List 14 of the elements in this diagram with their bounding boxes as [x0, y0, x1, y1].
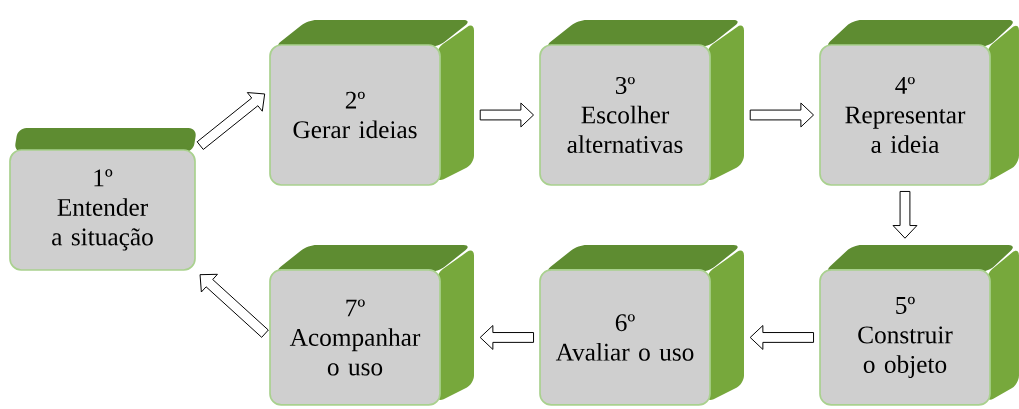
arrow	[196, 92, 266, 150]
arrow	[199, 273, 269, 338]
cube-box: 4º Representar a ideia	[819, 20, 1019, 186]
cube-box: 2º Gerar ideias	[269, 20, 474, 186]
arrow	[749, 325, 814, 350]
cube-box: 1º Entender a situação	[9, 128, 196, 271]
arrow	[479, 102, 534, 128]
arrow	[749, 102, 814, 128]
arrow	[479, 325, 534, 350]
cube-box: 7º Acompanhar o uso	[269, 245, 474, 406]
arrow	[892, 190, 918, 239]
cube-box: 6º Avaliar o uso	[539, 245, 744, 406]
cube-box: 5º Construir o objeto	[819, 245, 1019, 406]
cube-box: 3º Escolher alternativas	[539, 20, 744, 186]
